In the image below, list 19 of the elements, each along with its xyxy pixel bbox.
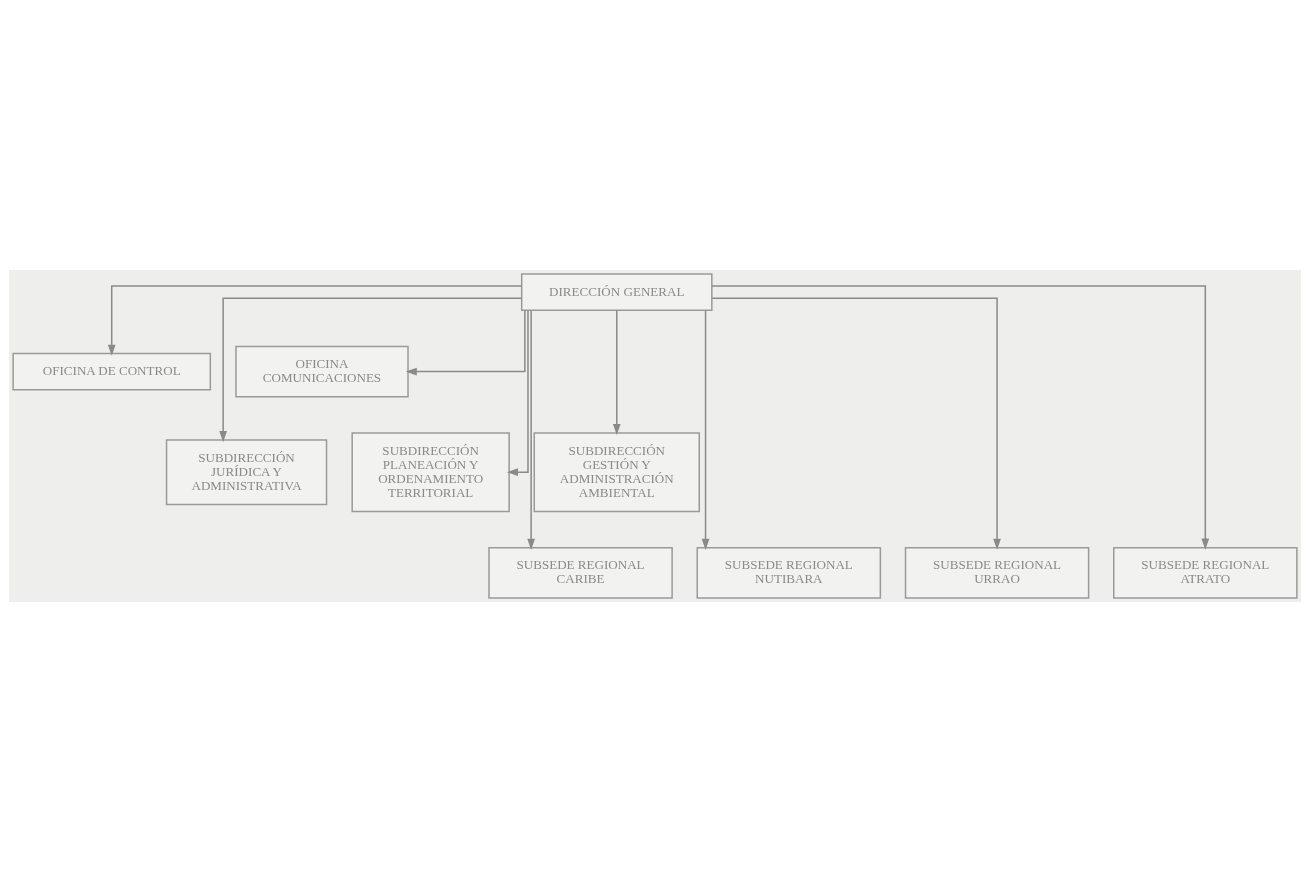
node-box: SUBSEDE REGIONAL ATRATO [1113,546,1298,599]
node-box: SUBSEDE REGIONAL CARIBE [488,546,673,599]
arrow [219,297,523,443]
node-box: SUBSEDE REGIONAL URRAO [904,546,1090,599]
node-box: SUBDIRECCIÓN PLANEACIÓN Y ORDENAMIENTO TERRITORIAL [351,432,510,513]
arrow [527,309,535,550]
arrow [506,309,529,477]
node-box: OFICINA DE CONTROL [12,352,212,391]
arrow [701,309,710,550]
arrow [612,309,621,435]
node-box: OFICINA COMUNICACIONES [235,345,409,398]
arrow [405,309,526,376]
node-box: SUBDIRECCIÓN GESTIÓN Y ADMINISTRACIÓN AMBIENTAL [533,432,701,513]
node-box: DIRECCIÓN GENERAL [520,273,713,311]
arrow [711,297,1001,550]
arrow [711,285,1210,550]
node-box: SUBDIRECCIÓN JURÍDICA Y ADMINISTRATIVA [165,439,328,506]
node-box: SUBSEDE REGIONAL NUTIBARA [696,546,882,599]
arrow [107,285,523,356]
